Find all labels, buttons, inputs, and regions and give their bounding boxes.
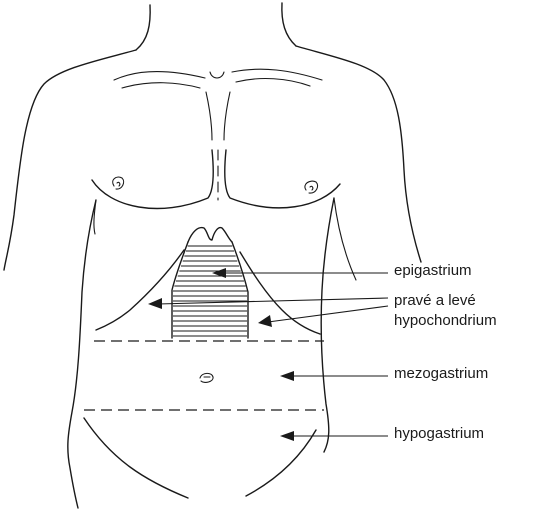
clavicle-right	[232, 69, 322, 80]
right-shoulder-arm	[296, 46, 421, 262]
right-pectoral	[225, 150, 340, 208]
neck-details	[114, 69, 322, 200]
left-costal-margin	[96, 250, 184, 330]
right-groin	[246, 430, 316, 496]
right-costal-margin	[240, 252, 320, 334]
hypochondrium-label-line1: pravé a levé	[394, 292, 476, 310]
sternum-top	[206, 92, 212, 140]
epigastrium-region	[172, 228, 248, 338]
right-flank	[321, 198, 334, 452]
clavicle-right-lower	[236, 79, 310, 86]
hypogastrium-arrowhead	[280, 431, 294, 441]
epigastrium-label: epigastrium	[394, 262, 472, 280]
hypochondrium-left-arrowhead	[148, 298, 162, 309]
sternum-top-right	[224, 92, 230, 140]
chest	[92, 150, 340, 208]
right-nipple-icon	[305, 181, 318, 193]
neck-right	[282, 3, 296, 46]
hypogastrium-label: hypogastrium	[394, 425, 484, 443]
clavicle-left-lower	[122, 83, 200, 88]
hypochondrium-label-line2: hypochondrium	[394, 312, 497, 330]
epigastrium-arrowhead	[212, 268, 226, 278]
left-shoulder-arm	[4, 50, 136, 270]
mezogastrium-label: mezogastrium	[394, 365, 488, 383]
navel-icon	[200, 373, 213, 382]
torso-outline	[4, 3, 421, 508]
neck-left	[136, 5, 150, 50]
epigastrium-hatching	[173, 246, 247, 336]
left-nipple-icon	[113, 177, 124, 189]
right-arm-inner	[334, 198, 356, 280]
clavicle-left	[114, 72, 205, 81]
left-pectoral	[92, 150, 213, 208]
left-groin	[84, 418, 188, 498]
jugular-notch	[210, 72, 224, 78]
hypochondrium-right-arrowhead	[258, 315, 272, 327]
xiphoid-notch	[188, 228, 232, 242]
left-flank	[68, 200, 96, 508]
mezogastrium-arrowhead	[280, 371, 294, 381]
